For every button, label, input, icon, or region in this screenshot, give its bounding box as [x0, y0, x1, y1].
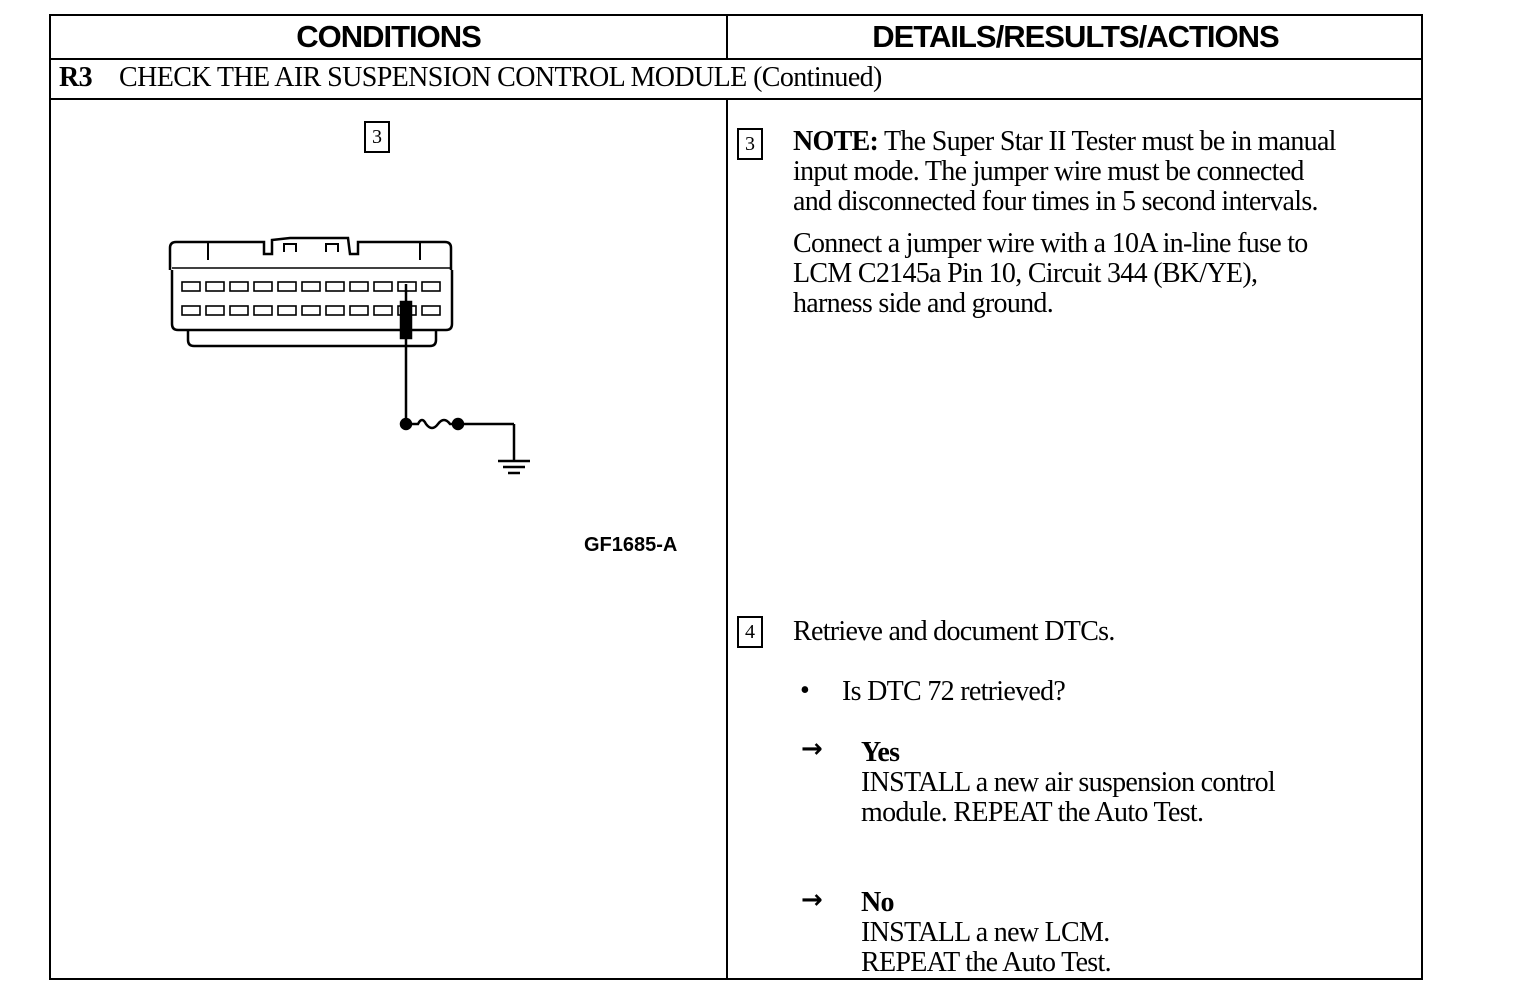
bullet-icon: •: [800, 675, 810, 706]
action-line-2: LCM C2145a Pin 10, Circuit 344 (BK/YE),: [793, 258, 1258, 289]
step4-text: Retrieve and document DTCs.: [793, 616, 1115, 647]
connector-jumper-diagram: [168, 236, 530, 475]
step3-action: Connect a jumper wire with a 10A in-line…: [793, 229, 1413, 319]
diagnostic-table: CONDITIONS DETAILS/RESULTS/ACTIONS R3 CHE…: [49, 14, 1423, 980]
no-line-1: INSTALL a new LCM.: [861, 917, 1110, 948]
header-divider: [51, 58, 1421, 60]
pin-cavity: [277, 281, 297, 292]
pin-cavity: [421, 281, 441, 292]
yes-line-1: INSTALL a new air suspension control: [861, 767, 1276, 798]
pin-cavity: [229, 305, 249, 316]
column-divider: [726, 100, 728, 978]
pin-cavity: [349, 305, 369, 316]
step3-note: NOTE: The Super Star II Tester must be i…: [793, 127, 1413, 217]
connector-housing: [168, 236, 453, 270]
pin-cavity: [229, 281, 249, 292]
pin-cavity: [301, 305, 321, 316]
pin-cavity: [277, 305, 297, 316]
section-title: CHECK THE AIR SUSPENSION CONTROL MODULE …: [119, 62, 882, 93]
note-line-2: input mode. The jumper wire must be conn…: [793, 156, 1304, 187]
note-label: NOTE:: [793, 126, 879, 157]
section-divider: [51, 98, 1421, 100]
yes-line-2: module. REPEAT the Auto Test.: [861, 797, 1204, 828]
figure-id: GF1685-A: [584, 534, 678, 556]
no-arrow-icon: →: [801, 885, 823, 915]
pin-cavity: [325, 305, 345, 316]
pin-cavity: [205, 281, 225, 292]
pin-cavity: [181, 281, 201, 292]
action-line-3: harness side and ground.: [793, 288, 1054, 319]
conditions-header: CONDITIONS: [296, 19, 482, 54]
yes-result: Yes INSTALL a new air suspension control…: [861, 738, 1401, 828]
pin-cavity: [421, 305, 441, 316]
section-title-row: R3 CHECK THE AIR SUSPENSION CONTROL MODUL…: [59, 62, 882, 94]
no-result: No INSTALL a new LCM. REPEAT the Auto Te…: [861, 888, 1401, 978]
no-line-2: REPEAT the Auto Test.: [861, 947, 1112, 978]
ground-symbol: [498, 459, 530, 475]
pin-cavity: [373, 281, 393, 292]
pin-cavity: [181, 305, 201, 316]
no-label: No: [861, 887, 895, 918]
pin-cavity: [253, 305, 273, 316]
step4-number-box: 4: [737, 616, 763, 648]
pin-cavity: [349, 281, 369, 292]
inline-fuse: [406, 418, 456, 430]
action-line-1: Connect a jumper wire with a 10A in-line…: [793, 228, 1308, 259]
jumper-wire: [399, 284, 516, 460]
step3-number-box: 3: [737, 128, 763, 160]
yes-arrow-icon: →: [801, 734, 823, 764]
header-column-divider: [726, 16, 728, 58]
pin-cavity: [373, 305, 393, 316]
pin-cavity: [325, 281, 345, 292]
note-line-3: and disconnected four times in 5 second …: [793, 186, 1319, 217]
connector-pins: [181, 281, 441, 316]
left-step-number-box: 3: [364, 121, 390, 153]
details-header: DETAILS/RESULTS/ACTIONS: [872, 19, 1279, 54]
yes-label: Yes: [861, 737, 900, 768]
note-line-1: The Super Star II Tester must be in manu…: [878, 126, 1336, 157]
pin-cavity: [301, 281, 321, 292]
pin-cavity: [205, 305, 225, 316]
step4-question: Is DTC 72 retrieved?: [842, 676, 1066, 707]
pin-cavity: [253, 281, 273, 292]
section-id: R3: [59, 62, 93, 93]
